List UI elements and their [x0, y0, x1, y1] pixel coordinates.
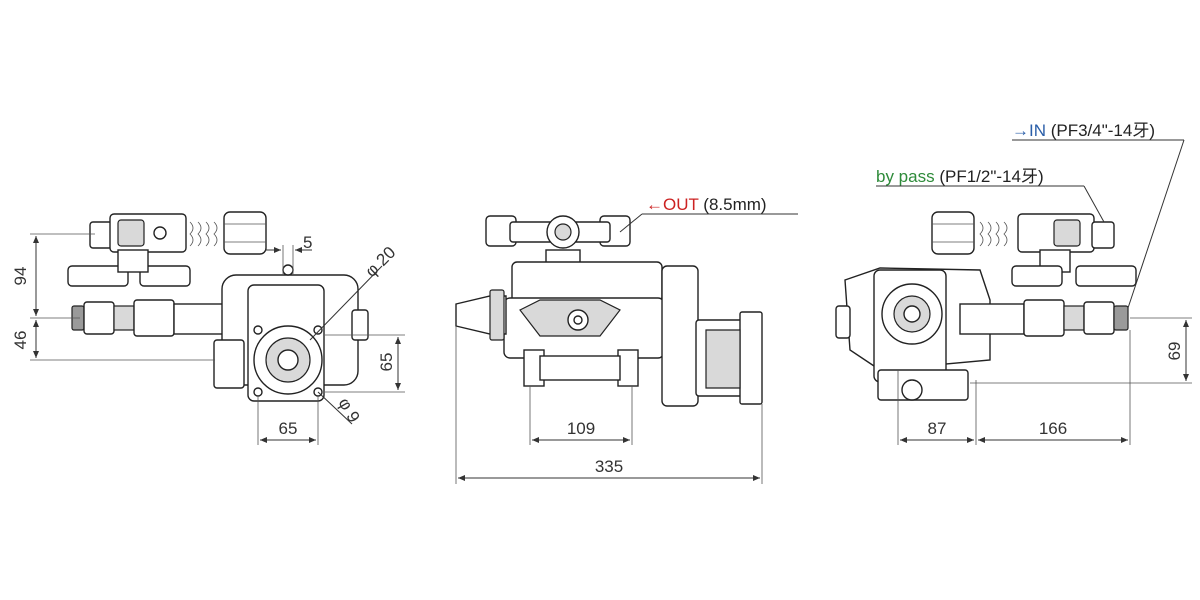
gauge-pod-center-view: [1011, 265, 1063, 287]
dimension-69: 69: [1165, 342, 1184, 361]
out-label: ←OUT (8.5mm): [646, 195, 767, 214]
left-side-view: 94 46 5 φ 20 65 65 φ 9: [11, 211, 405, 445]
dimension-46: 46: [11, 331, 30, 350]
pump-body-right: [835, 267, 991, 401]
pump-body-left: [213, 264, 369, 402]
outlet-valve-assembly: [485, 215, 631, 271]
dimension-5: 5: [303, 233, 312, 252]
bypass-label-text: by pass: [876, 167, 935, 186]
pipe-assembly-left: [71, 299, 239, 337]
unloader-valve: [89, 211, 267, 255]
pump-body-front: [455, 261, 763, 407]
dimension-65-horizontal: 65: [279, 419, 298, 438]
dimension-109: 109: [567, 419, 595, 438]
dimension-335: 335: [595, 457, 623, 476]
inlet-label: →IN (PF3/4"-14牙): [1012, 121, 1155, 140]
front-view: ←OUT (8.5mm) 109 335: [455, 195, 798, 484]
unloader-valve-right: [931, 211, 1115, 273]
bypass-label: by pass (PF1/2"-14牙): [876, 167, 1044, 186]
dimension-65-vertical: 65: [377, 353, 396, 372]
inlet-spec-text: (PF3/4"-14牙): [1046, 121, 1155, 140]
gauge-pod-right: [139, 265, 191, 287]
bypass-spec-text: (PF1/2"-14牙): [935, 167, 1044, 186]
dimension-94: 94: [11, 267, 30, 286]
right-side-view: →IN (PF3/4"-14牙) by pass (PF1/2"-14牙) 69…: [835, 121, 1192, 445]
pipe-assembly-right: [959, 299, 1129, 337]
valve-neck: [117, 249, 149, 273]
out-spec-text: (8.5mm): [699, 195, 767, 214]
dimension-phi-20: φ 20: [361, 243, 399, 281]
gauge-pod-right-view: [1075, 265, 1137, 287]
out-arrow-text: ←OUT: [646, 195, 699, 214]
inlet-arrow-text: →IN: [1012, 121, 1046, 140]
dimension-87: 87: [928, 419, 947, 438]
dimension-166: 166: [1039, 419, 1067, 438]
gauge-pod-left: [67, 265, 129, 287]
dimension-phi-9: φ 9: [335, 395, 364, 426]
